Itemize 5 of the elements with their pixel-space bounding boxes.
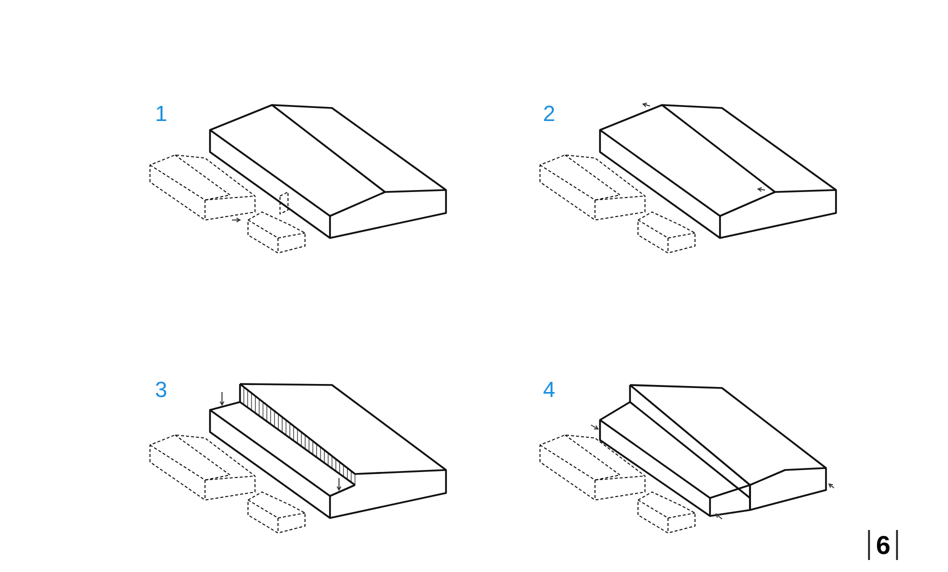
page-number: 6 xyxy=(868,530,898,560)
panel-number: 3 xyxy=(155,378,168,402)
panel-number: 1 xyxy=(155,102,168,126)
panel-number: 2 xyxy=(543,102,556,126)
panel-number: 4 xyxy=(543,378,556,402)
